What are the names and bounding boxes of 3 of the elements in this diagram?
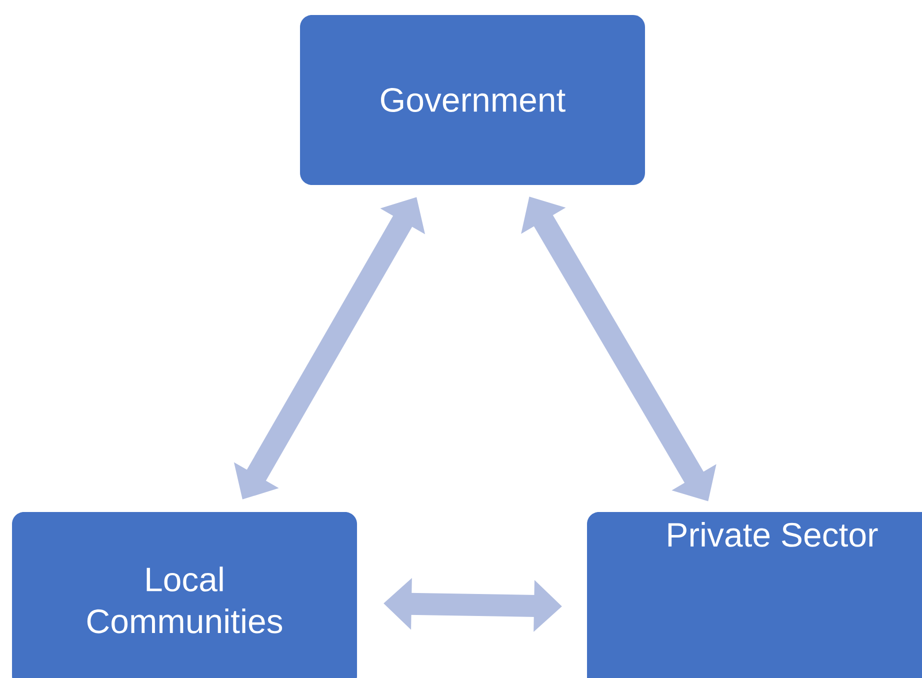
- process-box: Government: [300, 15, 645, 185]
- process-box: Private Sector: [587, 512, 922, 678]
- process-box: Local Communities: [12, 512, 357, 678]
